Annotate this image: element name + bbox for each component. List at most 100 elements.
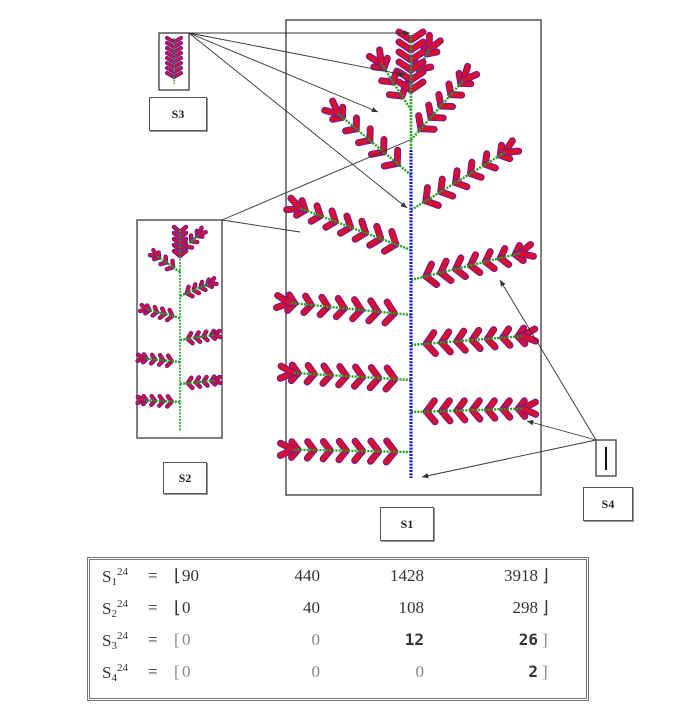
leaf — [286, 292, 298, 306]
tree-s1 — [272, 28, 540, 478]
leaf — [483, 259, 497, 272]
matrix-row: S324 = [ 0 0 12 26 ] — [90, 630, 586, 656]
stem — [289, 301, 412, 317]
leaf — [178, 249, 188, 258]
leaf — [453, 266, 468, 280]
leaf — [173, 47, 182, 53]
stem — [156, 255, 181, 273]
leaf — [512, 251, 526, 264]
row-superscript: 24 — [116, 662, 128, 674]
stem — [410, 79, 465, 141]
leaf — [173, 57, 182, 63]
matrix-row: S424 = [ 0 0 0 2 ] — [90, 662, 586, 688]
row-name: S — [102, 631, 112, 650]
leaf — [484, 336, 498, 350]
leaf — [389, 229, 399, 247]
leaf — [136, 353, 146, 360]
stem — [410, 151, 506, 212]
leaf — [377, 47, 384, 67]
s4-frame — [595, 439, 617, 477]
leaf — [278, 440, 296, 453]
leaf — [178, 237, 188, 246]
row-open-bracket: [ — [174, 630, 180, 649]
leaf — [439, 408, 453, 424]
leaf — [335, 295, 347, 311]
row-name: S — [102, 567, 112, 586]
row-superscript: 24 — [116, 566, 128, 578]
leaf — [469, 337, 483, 352]
connector-arrow — [188, 32, 408, 209]
leaf — [136, 395, 146, 402]
leaf — [515, 333, 528, 347]
matrix-cell: 0 — [182, 598, 191, 617]
matrix-cell: 0 — [311, 662, 321, 681]
leaf — [423, 198, 441, 208]
leaf — [289, 439, 301, 453]
stem — [410, 407, 523, 414]
tree-s3 — [165, 36, 183, 84]
leaf — [408, 79, 426, 93]
leaf — [166, 395, 173, 403]
leaf — [497, 152, 513, 162]
row-subscript: 3 — [111, 640, 117, 652]
stem — [179, 379, 214, 386]
stem — [293, 371, 412, 382]
leaf — [178, 243, 188, 252]
matrix-cell: 2 — [528, 662, 538, 681]
leaf — [454, 338, 468, 353]
row-open-bracket: [ — [174, 662, 180, 681]
leaf — [173, 52, 182, 58]
s2-frame — [136, 219, 223, 439]
leaf — [497, 255, 512, 268]
leaf — [168, 308, 174, 318]
leaf — [408, 39, 426, 53]
leaf — [288, 195, 304, 211]
leaf — [500, 406, 513, 420]
connector-arrow — [188, 32, 379, 113]
matrix-cell: 0 — [311, 630, 321, 649]
stem — [300, 207, 412, 252]
stem — [143, 399, 181, 404]
connector-line — [221, 219, 301, 233]
matrix-cell: 90 — [182, 566, 199, 585]
leaf — [299, 198, 308, 213]
matrix-cell: 26 — [518, 630, 538, 649]
matrix-row: S224 = ⌊ 0 40 108 298 ⌋ — [90, 598, 586, 624]
connector-arrow — [421, 439, 597, 479]
leaf — [192, 288, 201, 295]
row-subscript: 4 — [111, 672, 117, 684]
leaf — [482, 161, 498, 171]
leaf — [321, 363, 333, 378]
matrix-cell: 108 — [398, 598, 425, 617]
leaf — [173, 62, 182, 68]
leaf — [352, 438, 366, 454]
leaf — [374, 223, 384, 242]
s1-frame — [285, 19, 542, 496]
leaf — [278, 363, 296, 376]
matrix-cell: 0 — [182, 630, 191, 649]
leaf — [448, 92, 465, 98]
leaf — [173, 72, 182, 78]
leaf — [500, 335, 513, 348]
leaf — [303, 293, 314, 308]
matrix-cell: 3918 — [504, 566, 538, 585]
leaf — [173, 37, 182, 43]
leaf — [454, 408, 468, 423]
leaf — [520, 406, 539, 417]
leaf — [305, 363, 317, 377]
row-close-bracket: ⌋ — [542, 598, 549, 617]
connector-line — [221, 139, 411, 221]
connector-arrow — [499, 279, 597, 441]
row-subscript: 1 — [111, 576, 117, 588]
leaf — [384, 365, 398, 382]
s3-frame — [158, 32, 190, 91]
leaf — [186, 337, 194, 345]
leaf — [423, 341, 438, 357]
leaf — [178, 231, 188, 240]
leaf — [416, 64, 434, 73]
leaf — [469, 407, 483, 422]
leaf — [197, 230, 207, 236]
leaf — [337, 364, 349, 379]
label-s4: S4 — [583, 487, 633, 521]
leaf — [408, 29, 426, 43]
